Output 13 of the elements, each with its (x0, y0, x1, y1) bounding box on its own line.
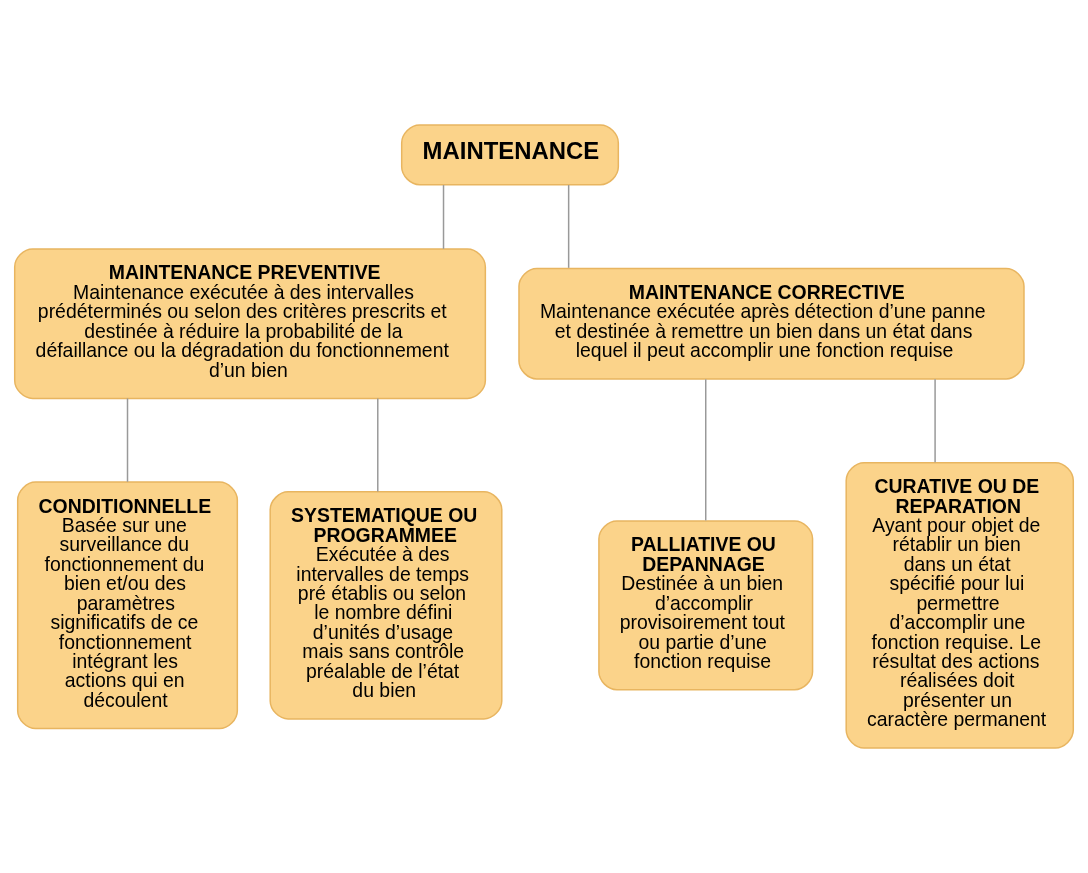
node-box: PALLIATIVE OU DEPANNAGE Destinée à un bien d’accomplir provisoirement tout ou partie d’une fonction requise (598, 520, 814, 691)
connector (705, 378, 707, 522)
node-box: MAINTENANCE PREVENTIVE Maintenance exécutée à des intervalles prédéterminés ou selon des critères prescrits et destinée à réduire la probabilité de la défaillance ou la dégradation du fonctionnement d’un bien (13, 248, 487, 400)
node-box: CURATIVE OU DE REPARATION Ayant pour objet de rétablir un bien dans un état spécifié pour lui permettre d’accomplir une fonction requise. Le résultat des actions réalisées doit présenter un caractère permanent (845, 461, 1075, 749)
connector (934, 378, 936, 463)
node-box: MAINTENANCE CORRECTIVE Maintenance exécutée après détection d’une panne et destinée à remettre un bien dans un état dans lequel il peut accomplir une fonction requise (518, 267, 1025, 380)
connector (567, 184, 570, 269)
connector (442, 184, 445, 250)
connector (126, 397, 129, 483)
connector (377, 397, 379, 493)
node-box: MAINTENANCE (400, 124, 620, 186)
node-box: CONDITIONNELLE Basée sur une surveillance du fonctionnement du bien et/ou des paramètres significatifs de ce fonctionnement intégrant les actions qui en découlent (16, 481, 239, 730)
node-box: SYSTEMATIQUE OU PROGRAMMEE Exécutée à des intervalles de temps pré établis ou selon le nombre défini d’unités d’usage mais sans contrôle préalable de l’état du bien (269, 491, 503, 720)
